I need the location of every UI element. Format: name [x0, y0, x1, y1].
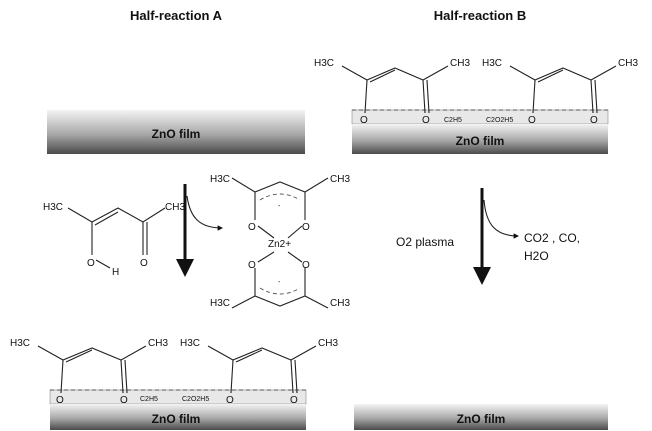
- film-top-left: ZnO film: [47, 110, 305, 154]
- film-bottom-right-slab: [354, 404, 608, 430]
- methyl-left-bottom-left-2: H3C: [180, 338, 200, 349]
- oxygen-top-right-2b: O: [590, 115, 598, 126]
- methyl-right-acac-h: CH3: [165, 202, 185, 213]
- methyl-left-bottom-left-1: H3C: [10, 338, 30, 349]
- film-bottom-left-assembly: ZnO film H3C CH3 O O H3C CH3 O O C2H5 C2…: [10, 338, 338, 430]
- plasma-products-line1: CO2 , CO,: [524, 231, 580, 245]
- oxygen-complex-lower-b: O: [302, 260, 310, 271]
- methyl-left-complex-upper: H3C: [210, 174, 230, 185]
- methyl-left-complex-lower: H3C: [210, 298, 230, 309]
- methyl-right-top-right-1: CH3: [450, 58, 470, 69]
- surface-ethyl-bottom-left: C2H5: [140, 396, 158, 403]
- film-bottom-left-label: ZnO film: [152, 412, 201, 426]
- oxygen-top-right-1a: O: [360, 115, 368, 126]
- oxygen-complex-lower-a: O: [248, 260, 256, 271]
- charge-complex-upper: -: [278, 203, 281, 210]
- methyl-right-complex-lower: CH3: [330, 298, 350, 309]
- film-top-left-slab: [47, 110, 305, 154]
- film-bottom-right-label: ZnO film: [457, 412, 506, 426]
- acac-ligand-bottom-left-1: H3C CH3 O O: [10, 338, 168, 406]
- methyl-right-complex-upper: CH3: [330, 174, 350, 185]
- methyl-left-acac-h: H3C: [43, 202, 63, 213]
- methyl-right-bottom-left-2: CH3: [318, 338, 338, 349]
- surface-layer-top-right: [351, 109, 609, 125]
- hydroxyl-h-acac-h: H: [112, 267, 119, 278]
- acac-ligand-top-right-1: H3C CH3 O O: [314, 58, 470, 126]
- oxygen-bottom-left-1a: O: [56, 395, 64, 406]
- film-top-right-assembly: ZnO film H3C CH3 O O H3C CH3 O O C2H5 C2…: [314, 58, 638, 154]
- acac-h-molecule: H3C CH3 O O H: [43, 202, 185, 278]
- oxygen-bottom-left-2b: O: [290, 395, 298, 406]
- film-bottom-right: ZnO film: [354, 404, 608, 430]
- zinc-center: Zn2+: [268, 239, 291, 250]
- surface-ethyl-top-right: C2H5: [444, 117, 462, 124]
- oxygen-top-right-1b: O: [422, 115, 430, 126]
- film-top-right-label: ZnO film: [456, 134, 505, 148]
- plasma-products-line2: H2O: [524, 249, 549, 263]
- oxygen-complex-upper-b: O: [302, 222, 310, 233]
- o2-plasma-label: O2 plasma: [396, 235, 454, 249]
- oxygen-complex-upper-a: O: [248, 222, 256, 233]
- charge-complex-lower: -: [278, 279, 281, 286]
- oxygen-bottom-left-2a: O: [226, 395, 234, 406]
- methyl-left-top-right-2: H3C: [482, 58, 502, 69]
- oxygen-acac-h-a: O: [87, 258, 95, 269]
- methyl-right-bottom-left-1: CH3: [148, 338, 168, 349]
- film-top-right-slab: [352, 124, 608, 154]
- acac-ligand-bottom-left-2: H3C CH3 O O: [180, 338, 338, 406]
- surface-ethoxy-bottom-left: C2O2H5: [182, 396, 209, 403]
- oxygen-top-right-2a: O: [528, 115, 536, 126]
- surface-ethoxy-top-right: C2O2H5: [486, 117, 513, 124]
- methyl-right-top-right-2: CH3: [618, 58, 638, 69]
- zn-acac-complex: H3C CH3 O O - Zn2+ O O - H3C CH3: [210, 174, 350, 309]
- acac-ligand-top-right-2: H3C CH3 O O: [482, 58, 638, 126]
- oxygen-acac-h-b: O: [140, 258, 148, 269]
- title-half-reaction-a: Half-reaction A: [130, 8, 223, 23]
- film-bottom-left-slab: [50, 404, 306, 430]
- surface-layer-bottom-left: [49, 389, 307, 405]
- methyl-left-top-right-1: H3C: [314, 58, 334, 69]
- reaction-arrow-a: [176, 184, 224, 277]
- film-top-left-label: ZnO film: [152, 127, 201, 141]
- oxygen-bottom-left-1b: O: [120, 395, 128, 406]
- reaction-arrow-b: O2 plasma CO2 , CO, H2O: [396, 188, 580, 285]
- title-half-reaction-b: Half-reaction B: [434, 8, 526, 23]
